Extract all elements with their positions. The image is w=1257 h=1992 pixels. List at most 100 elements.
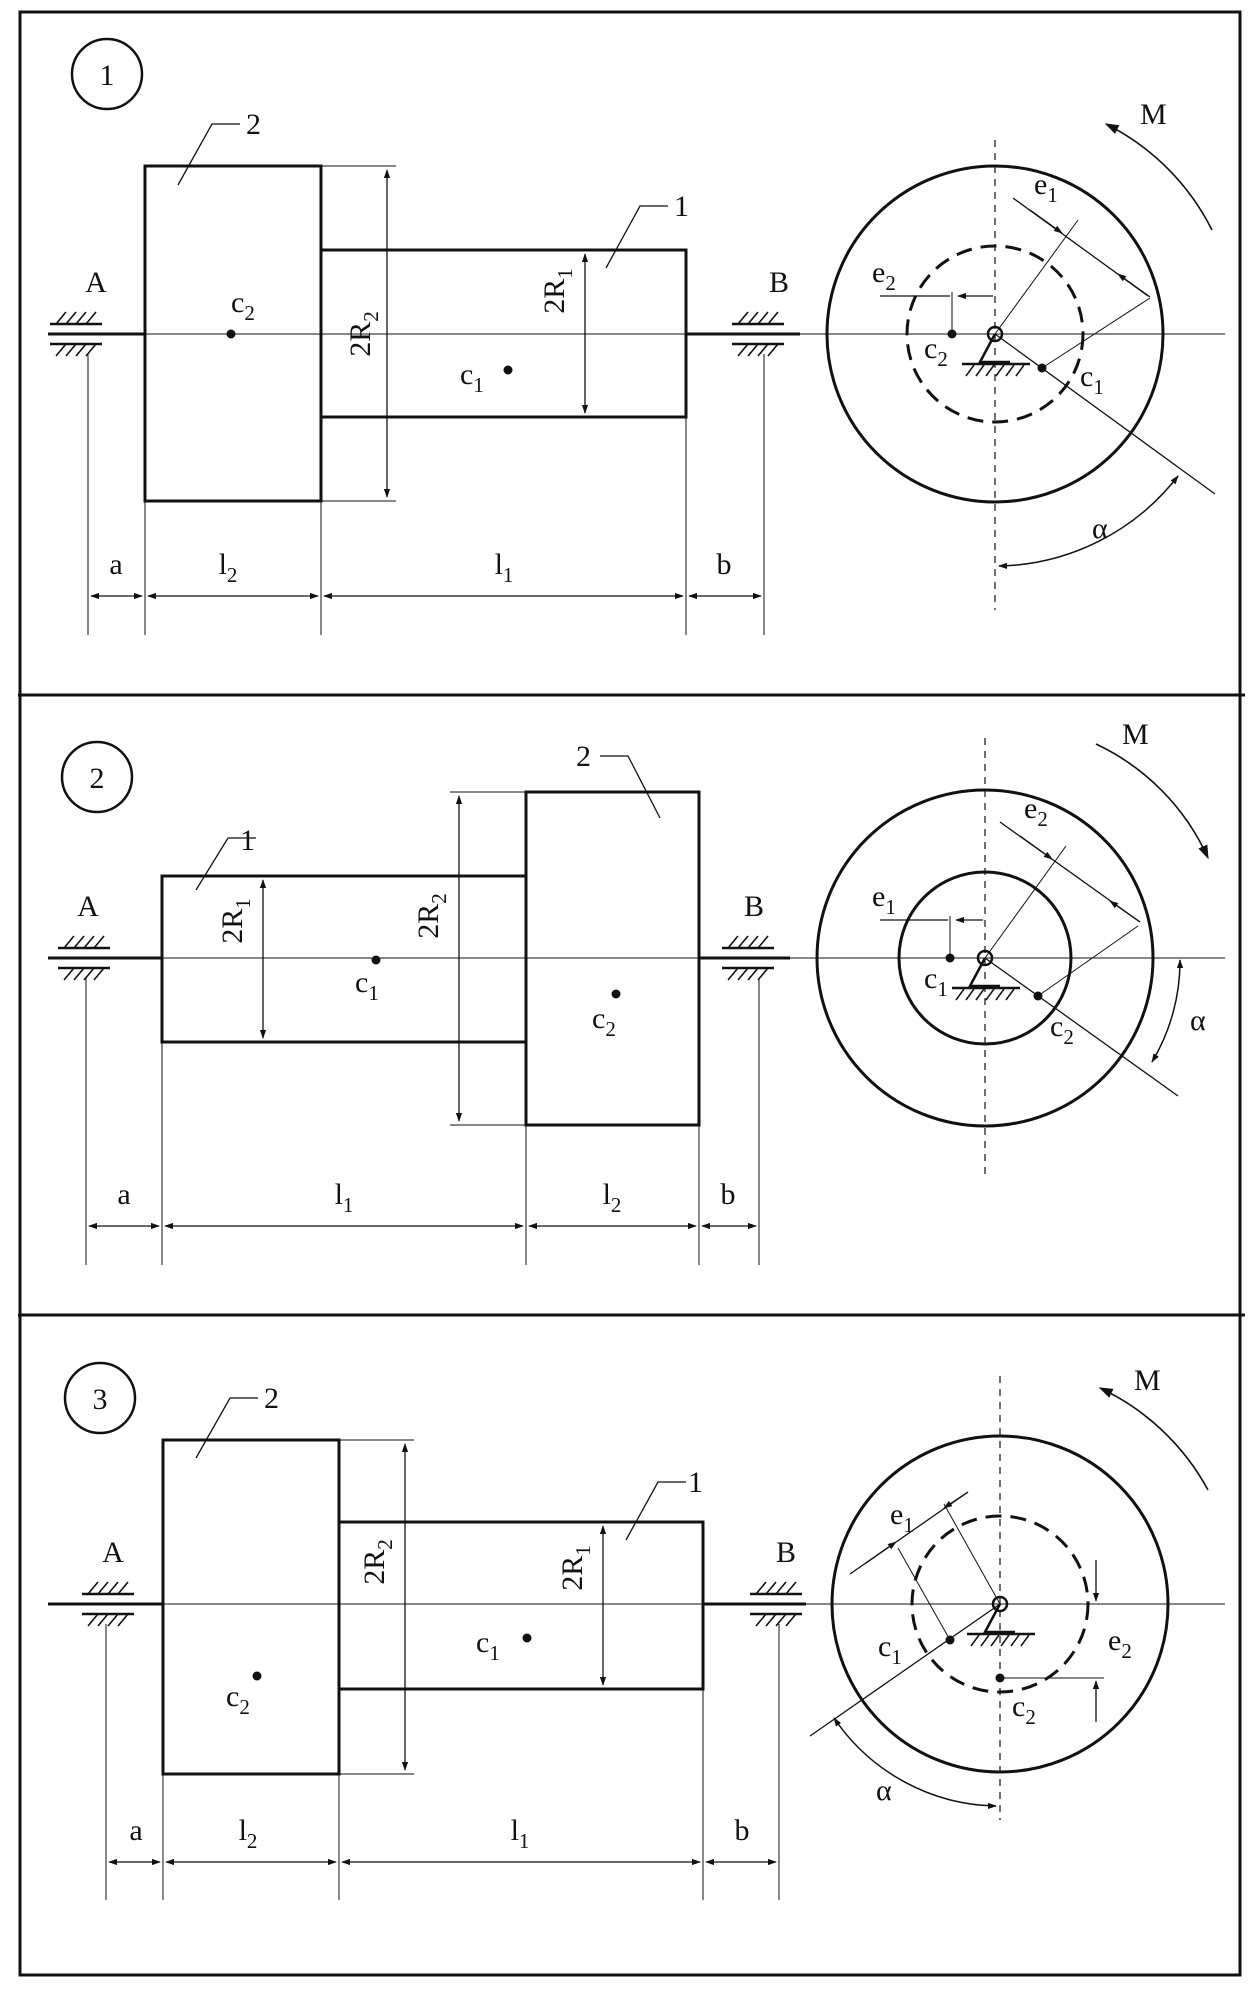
bearing-b-label: B bbox=[769, 266, 789, 299]
center-point bbox=[371, 955, 381, 965]
disk-1-outline bbox=[905, 244, 1085, 424]
center-point bbox=[226, 329, 236, 339]
disk-2 bbox=[524, 790, 701, 1127]
section-center-label: c2 bbox=[924, 332, 948, 371]
panel-number: 2 bbox=[90, 762, 105, 795]
extension-lines bbox=[87, 354, 765, 635]
part-label-1: 1 bbox=[688, 1466, 703, 1499]
part-label-2: 2 bbox=[576, 740, 591, 773]
pivot bbox=[976, 949, 994, 967]
ecc-ext bbox=[1037, 925, 1139, 997]
extension-lines bbox=[85, 978, 760, 1265]
center-label: c1 bbox=[460, 358, 484, 397]
center-label: c1 bbox=[355, 966, 379, 1005]
disk-2-outline bbox=[815, 788, 1155, 1128]
dim-l2-label: l2 bbox=[219, 548, 238, 587]
part-leader bbox=[177, 123, 240, 186]
support-hatch bbox=[965, 364, 1025, 377]
support-triangle bbox=[982, 1603, 1015, 1634]
radial-line bbox=[809, 1603, 1001, 1737]
bearing-a-label: A bbox=[85, 266, 107, 299]
dim-l1-label: l1 bbox=[511, 1814, 530, 1853]
dim-2r2-label: 2R2 bbox=[358, 1539, 397, 1585]
support-triangle bbox=[967, 957, 1000, 988]
bearing-a-label: A bbox=[77, 890, 99, 923]
dim-2r2-label: 2R2 bbox=[412, 893, 451, 939]
panel-number-circle bbox=[63, 1361, 137, 1435]
pivot bbox=[986, 325, 1004, 343]
disk-1-outline bbox=[897, 870, 1073, 1046]
center-point bbox=[611, 989, 621, 999]
dim-b-label: b bbox=[735, 1814, 750, 1847]
support-hatch bbox=[955, 988, 1015, 1001]
moment-arrow bbox=[1098, 1387, 1209, 1491]
ecc-ext bbox=[984, 845, 1067, 959]
panel-number-circle bbox=[60, 740, 134, 814]
support-triangle bbox=[977, 333, 1010, 364]
panel-number: 3 bbox=[93, 1383, 108, 1416]
center-label: c2 bbox=[592, 1002, 616, 1041]
dim-a-label: a bbox=[109, 548, 122, 581]
dim-2r2-label: 2R2 bbox=[344, 311, 383, 357]
ecc-ext bbox=[994, 219, 1079, 335]
center-point bbox=[503, 365, 513, 375]
moment-label: M bbox=[1134, 1364, 1161, 1397]
center-point bbox=[252, 1671, 262, 1681]
panel-2: 2 A B 1 2 c1 c2 2R1 2R2 bbox=[48, 718, 1225, 1265]
angle-arc bbox=[833, 1717, 997, 1809]
moment-arrow bbox=[1095, 743, 1209, 860]
ecc-ext bbox=[897, 1547, 951, 1641]
disk-1 bbox=[319, 248, 688, 419]
dim-2r1-label: 2R1 bbox=[538, 268, 577, 314]
bearing-b bbox=[732, 311, 784, 357]
panel-3: 3 A B 2 1 c1 c2 2R2 2R1 bbox=[48, 1361, 1225, 1900]
support-hatch bbox=[970, 1634, 1030, 1647]
bearing-b-label: B bbox=[776, 1536, 796, 1569]
moment-arrow bbox=[1104, 123, 1213, 231]
part-leader bbox=[195, 837, 256, 891]
part-leader bbox=[195, 1397, 258, 1459]
dim-a-label: a bbox=[117, 1178, 130, 1211]
part-label-2: 2 bbox=[246, 108, 261, 141]
ecc-e1-arrow bbox=[1029, 209, 1063, 234]
moment-label: M bbox=[1122, 718, 1149, 751]
section-center-label: c1 bbox=[1080, 360, 1104, 399]
ecc-e2-label: e2 bbox=[1024, 792, 1048, 831]
ecc-e2-arrow bbox=[1109, 900, 1141, 923]
radial-line bbox=[984, 957, 1179, 1097]
dim-a-label: a bbox=[129, 1814, 142, 1847]
disk-2-outline bbox=[825, 164, 1165, 504]
ecc-e1-label: e1 bbox=[1034, 168, 1058, 207]
panel-number: 1 bbox=[100, 59, 115, 92]
dim-l1-label: l1 bbox=[495, 548, 514, 587]
ecc-e1-arrow bbox=[943, 1491, 969, 1509]
moment-label: M bbox=[1140, 98, 1167, 131]
angle-label: α bbox=[876, 1774, 892, 1807]
part-label-1: 1 bbox=[674, 190, 689, 223]
bearing-a-label: A bbox=[102, 1536, 124, 1569]
angle-label: α bbox=[1190, 1004, 1206, 1037]
cross-section: c1 c2 e1 e2 α M bbox=[809, 1364, 1209, 1820]
extension-lines bbox=[105, 1624, 780, 1900]
ecc-e1-arrow bbox=[1117, 273, 1151, 298]
radial-line bbox=[994, 333, 1216, 495]
bearing-b-label: B bbox=[744, 890, 764, 923]
dim-l2-label: l2 bbox=[603, 1178, 622, 1217]
disk-2 bbox=[161, 1438, 341, 1776]
dim-b-label: b bbox=[717, 548, 732, 581]
center-label: c2 bbox=[231, 286, 255, 325]
part-leader bbox=[625, 1481, 686, 1541]
dim-2r1-label: 2R1 bbox=[216, 898, 255, 944]
panel-1: 1 A B 2 1 c2 c1 bbox=[48, 37, 1225, 635]
section-center-label: c2 bbox=[1050, 1010, 1074, 1049]
center-point bbox=[522, 1633, 532, 1643]
part-label-2: 2 bbox=[264, 1382, 279, 1415]
dim-l1-label: l1 bbox=[335, 1178, 354, 1217]
bearing-b bbox=[722, 935, 774, 981]
ecc-e1-label: e1 bbox=[872, 880, 896, 919]
cross-section: c2 c1 e1 e2 α M bbox=[825, 98, 1216, 610]
bearing-a bbox=[82, 1581, 134, 1627]
center-label: c2 bbox=[226, 1680, 250, 1719]
dim-2r1-label: 2R1 bbox=[556, 1545, 595, 1591]
